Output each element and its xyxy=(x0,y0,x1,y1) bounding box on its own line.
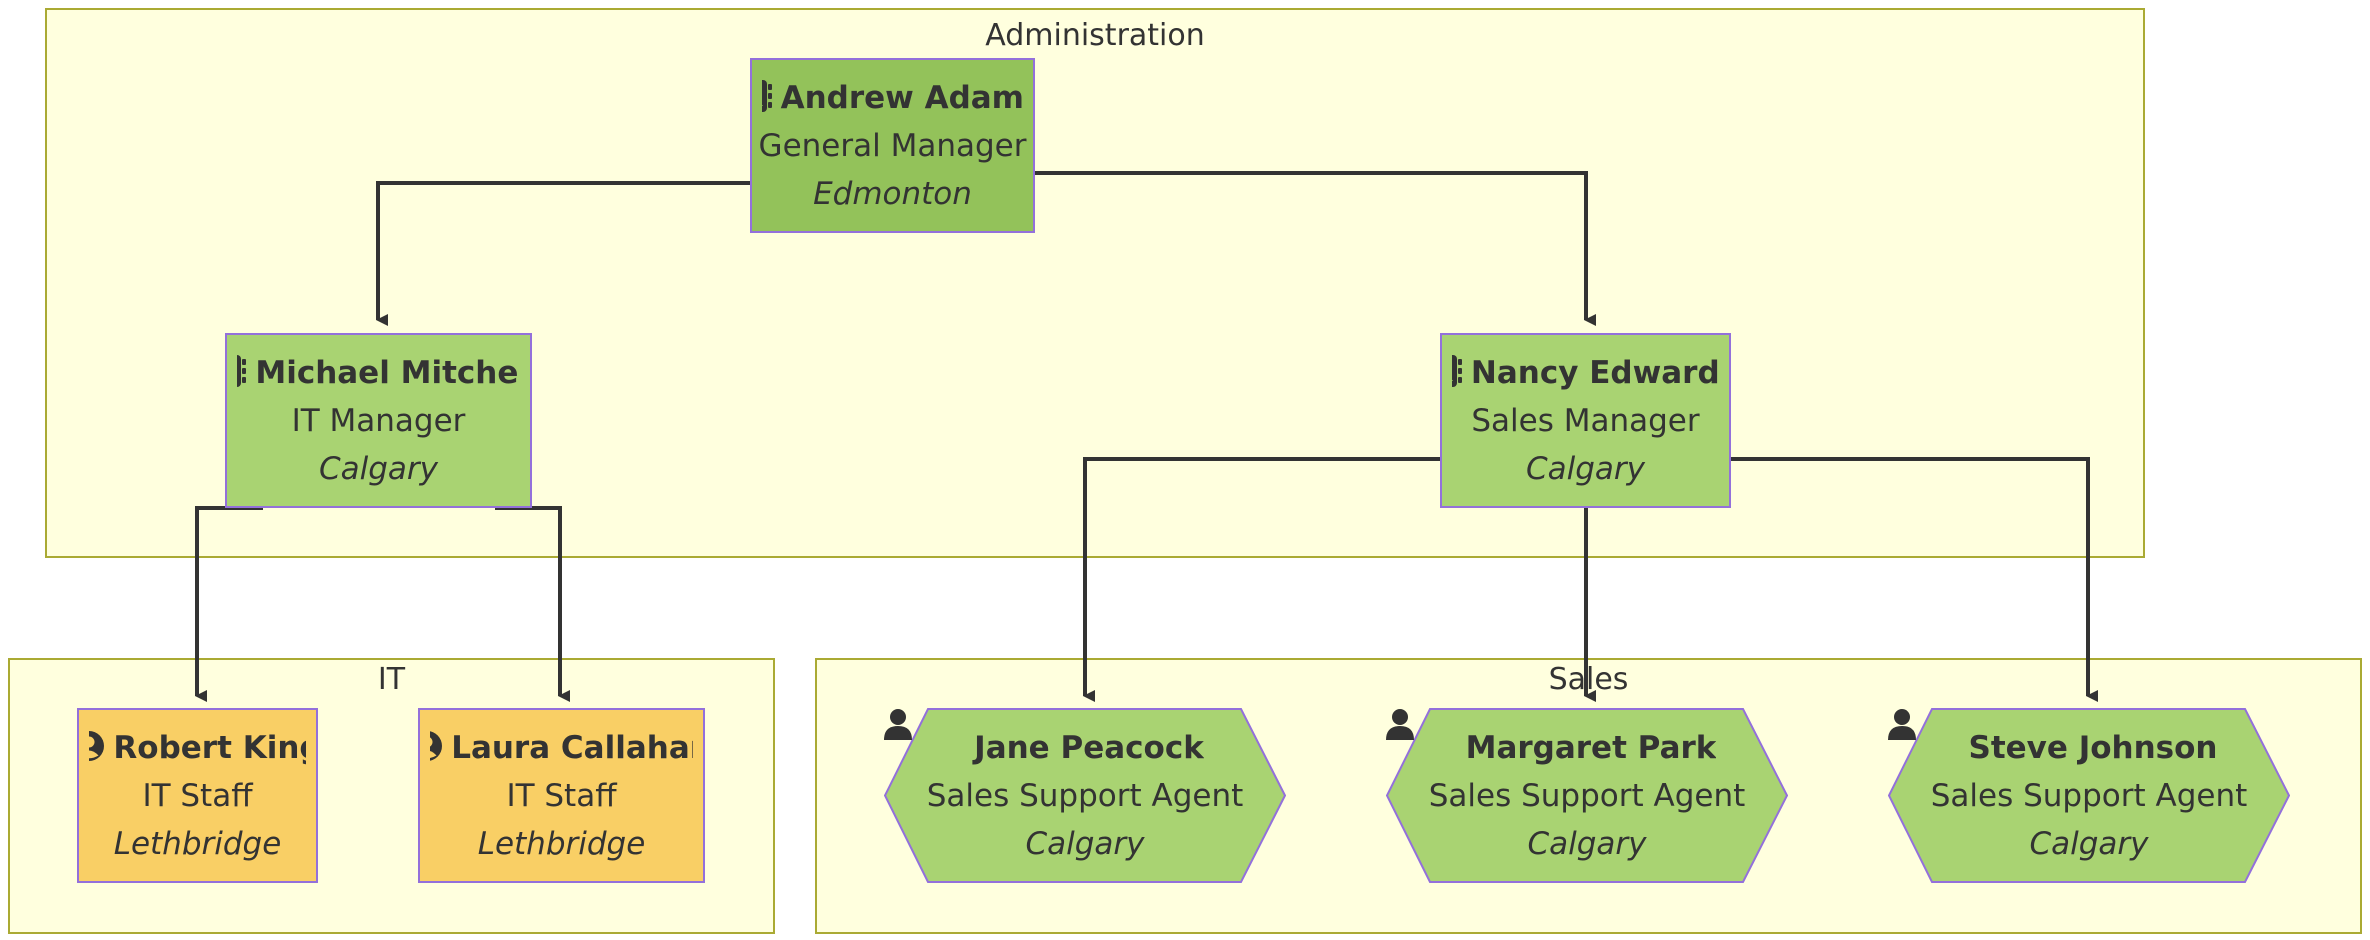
node-location: Calgary xyxy=(1525,450,1646,487)
node-location: Calgary xyxy=(2029,825,2149,862)
edge-nancy-jane xyxy=(1083,457,1440,702)
edge-michael-laura xyxy=(495,506,570,702)
node-title: IT Staff xyxy=(506,777,617,814)
node-laura-callahan[interactable]: Laura Callahan IT Staff Lethbridge xyxy=(418,708,705,883)
node-name: Robert King xyxy=(113,729,306,766)
node-content: Steve Johnson Sales Support Agent Calgar… xyxy=(1888,708,2290,883)
node-name-row: Margaret Park xyxy=(1386,709,1717,772)
node-location: Calgary xyxy=(1527,825,1647,862)
node-name-row: Michael Mitchell xyxy=(237,349,520,397)
node-title: IT Staff xyxy=(142,777,253,814)
address-book-icon xyxy=(1452,354,1463,391)
node-name: Michael Mitchell xyxy=(255,354,520,391)
node-location: Lethbridge xyxy=(477,825,646,862)
node-title: Sales Support Agent xyxy=(926,777,1244,814)
node-name: Laura Callahan xyxy=(451,729,693,766)
node-nancy-edwards[interactable]: Nancy Edwards Sales Manager Calgary xyxy=(1440,333,1731,508)
node-title: General Manager xyxy=(758,127,1027,164)
node-michael-mitchell[interactable]: Michael Mitchell IT Manager Calgary xyxy=(225,333,532,508)
node-name-row: Steve Johnson xyxy=(1888,709,2218,772)
node-name-row: Jane Peacock xyxy=(884,709,1204,772)
user-circle-icon xyxy=(430,730,443,766)
address-book-icon xyxy=(237,354,247,391)
node-title: IT Manager xyxy=(291,402,466,439)
node-name: Margaret Park xyxy=(1465,729,1717,766)
node-name: Jane Peacock xyxy=(974,729,1204,766)
node-content: Margaret Park Sales Support Agent Calgar… xyxy=(1386,708,1788,883)
node-name: Nancy Edwards xyxy=(1470,354,1719,391)
hexagon-shape xyxy=(1888,708,2290,883)
node-location: Calgary xyxy=(1025,825,1145,862)
node-name: Andrew Adams xyxy=(780,79,1023,116)
node-steve-johnson[interactable]: Steve Johnson Sales Support Agent Calgar… xyxy=(1888,708,2290,883)
address-book-icon xyxy=(762,79,773,116)
node-name-row: Laura Callahan xyxy=(430,724,693,772)
hexagon-shape xyxy=(1386,708,1788,883)
node-name: Steve Johnson xyxy=(1968,729,2218,766)
cluster-label-administration: Administration xyxy=(985,18,1205,53)
node-content: Jane Peacock Sales Support Agent Calgary xyxy=(884,708,1286,883)
node-robert-king[interactable]: Robert King IT Staff Lethbridge xyxy=(77,708,318,883)
node-name-row: Robert King xyxy=(89,724,306,772)
node-location: Edmonton xyxy=(813,175,972,212)
node-name-row: Andrew Adams xyxy=(762,74,1023,122)
edge-nancy-steve xyxy=(1731,457,2098,702)
node-location: Lethbridge xyxy=(113,825,282,862)
node-title: Sales Support Agent xyxy=(1428,777,1746,814)
cluster-label-it: IT xyxy=(377,662,406,697)
hexagon-shape xyxy=(884,708,1286,883)
user-circle-icon xyxy=(89,730,105,766)
edge-andrew-michael xyxy=(376,181,750,326)
node-jane-peacock[interactable]: Jane Peacock Sales Support Agent Calgary xyxy=(884,708,1286,883)
edge-andrew-nancy xyxy=(1035,171,1596,326)
edge-michael-robert xyxy=(195,506,263,702)
node-margaret-park[interactable]: Margaret Park Sales Support Agent Calgar… xyxy=(1386,708,1788,883)
node-title: Sales Manager xyxy=(1471,402,1700,439)
node-title: Sales Support Agent xyxy=(1930,777,2248,814)
node-andrew-adams[interactable]: Andrew Adams General Manager Edmonton xyxy=(750,58,1035,233)
node-name-row: Nancy Edwards xyxy=(1452,349,1719,397)
node-location: Calgary xyxy=(318,450,439,487)
